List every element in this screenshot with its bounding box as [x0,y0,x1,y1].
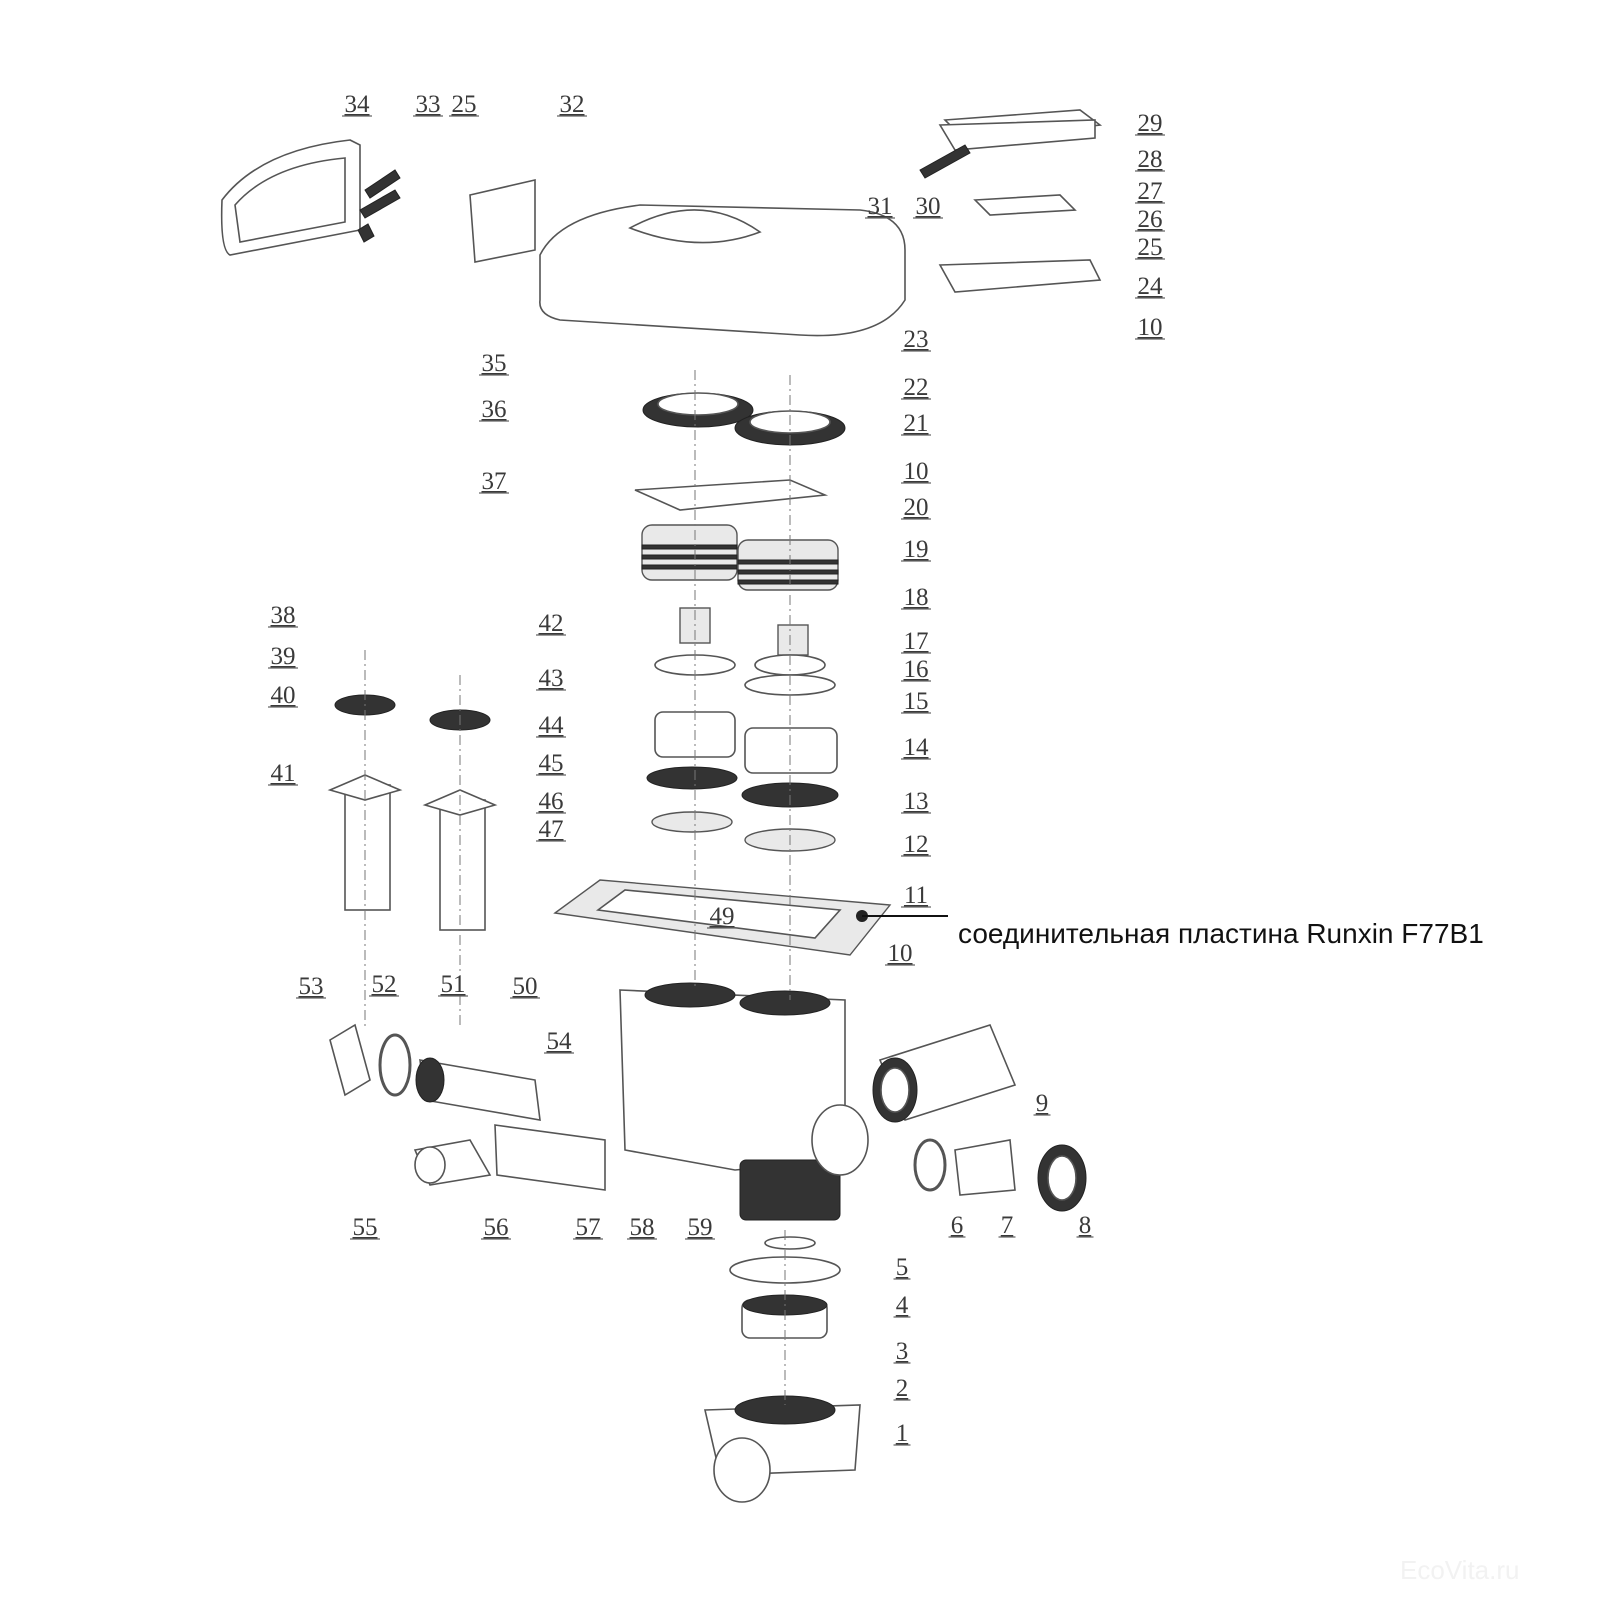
part-piston-19a [641,524,738,581]
part-label-8: 8 [1079,1212,1092,1239]
part-label-47: 47 [539,816,564,843]
part-label-29: 29 [1138,110,1163,137]
part-label-22: 22 [904,374,929,401]
part-board-32 [469,178,536,263]
part-label-6: 6 [951,1212,964,1239]
part-label-9: 9 [1036,1090,1049,1117]
part-label-25: 25 [452,91,477,118]
part-label-10: 10 [888,940,913,967]
part-label-21: 21 [904,410,929,437]
part-plate-20 [634,479,829,511]
part-cover-23 [539,204,906,337]
part-label-17: 17 [904,628,929,655]
part-base-24 [938,259,1102,293]
watermark: EcoVita.ru [1400,1555,1520,1585]
part-valve-body-57 [619,989,846,1171]
part-label-24: 24 [1138,273,1164,300]
part-label-28: 28 [1138,146,1163,173]
part-label-37: 37 [482,468,507,495]
part-label-12: 12 [904,831,929,858]
part-label-43: 43 [539,665,564,692]
part-14 [744,727,838,774]
part-motor-41a [344,784,391,911]
parts [220,109,1103,1503]
part-label-4: 4 [896,1292,909,1319]
part-label-7: 7 [1001,1212,1014,1239]
part-label-3: 3 [896,1338,909,1365]
part-label-25: 25 [1138,234,1163,261]
part-label-23: 23 [904,326,929,353]
part-label-55: 55 [353,1214,378,1241]
part-label-59: 59 [688,1214,713,1241]
part-spring-31 [919,144,971,179]
part-label-50: 50 [513,973,538,1000]
part-label-33: 33 [416,91,441,118]
part-7 [954,1139,1016,1196]
part-motor-41b [439,799,486,931]
part-label-10: 10 [904,458,929,485]
part-oring-51 [378,1033,412,1097]
part-board-26 [973,194,1077,216]
part-label-42: 42 [539,610,564,637]
part-label-26: 26 [1138,206,1163,233]
part-44 [646,766,738,790]
part-label-56: 56 [484,1214,509,1241]
part-label-44: 44 [539,712,565,739]
part-oring-6 [913,1138,947,1192]
part-label-49: 49 [710,903,735,930]
part-spring-33 [357,169,401,243]
part-label-16: 16 [904,656,929,683]
part-oring-5 [764,1236,816,1250]
part-label-11: 11 [904,882,928,909]
part-label-39: 39 [271,643,296,670]
part-label-31: 31 [868,193,893,220]
part-label-14: 14 [904,734,930,761]
part-label-19: 19 [904,536,929,563]
part-label-46: 46 [539,788,564,815]
part-label-40: 40 [271,682,296,709]
part-label-20: 20 [904,494,929,521]
part-label-18: 18 [904,584,929,611]
part-label-2: 2 [896,1375,909,1402]
part-label-34: 34 [345,91,371,118]
part-label-32: 32 [560,91,585,118]
part-label-52: 52 [372,971,397,998]
part-label-10: 10 [1138,314,1163,341]
part-label-38: 38 [271,602,296,629]
part-label-27: 27 [1138,178,1163,205]
part-plate-56 [494,1124,606,1191]
part-label-57: 57 [576,1214,601,1241]
part-label-13: 13 [904,788,929,815]
connecting-plate-annotation: соединительная пластина Runxin F77B1 [958,918,1484,949]
part-label-51: 51 [441,971,466,998]
part-piston-19b [737,539,839,591]
part-label-35: 35 [482,350,507,377]
part-label-54: 54 [547,1028,573,1055]
part-label-53: 53 [299,973,324,1000]
part-label-58: 58 [630,1214,655,1241]
part-label-41: 41 [271,760,296,787]
part-label-30: 30 [916,193,941,220]
part-label-1: 1 [896,1420,909,1447]
part-45 [651,811,733,833]
part-label-36: 36 [482,396,507,423]
part-label-45: 45 [539,750,564,777]
part-label-15: 15 [904,688,929,715]
part-52 [329,1023,371,1097]
part-label-5: 5 [896,1254,909,1281]
